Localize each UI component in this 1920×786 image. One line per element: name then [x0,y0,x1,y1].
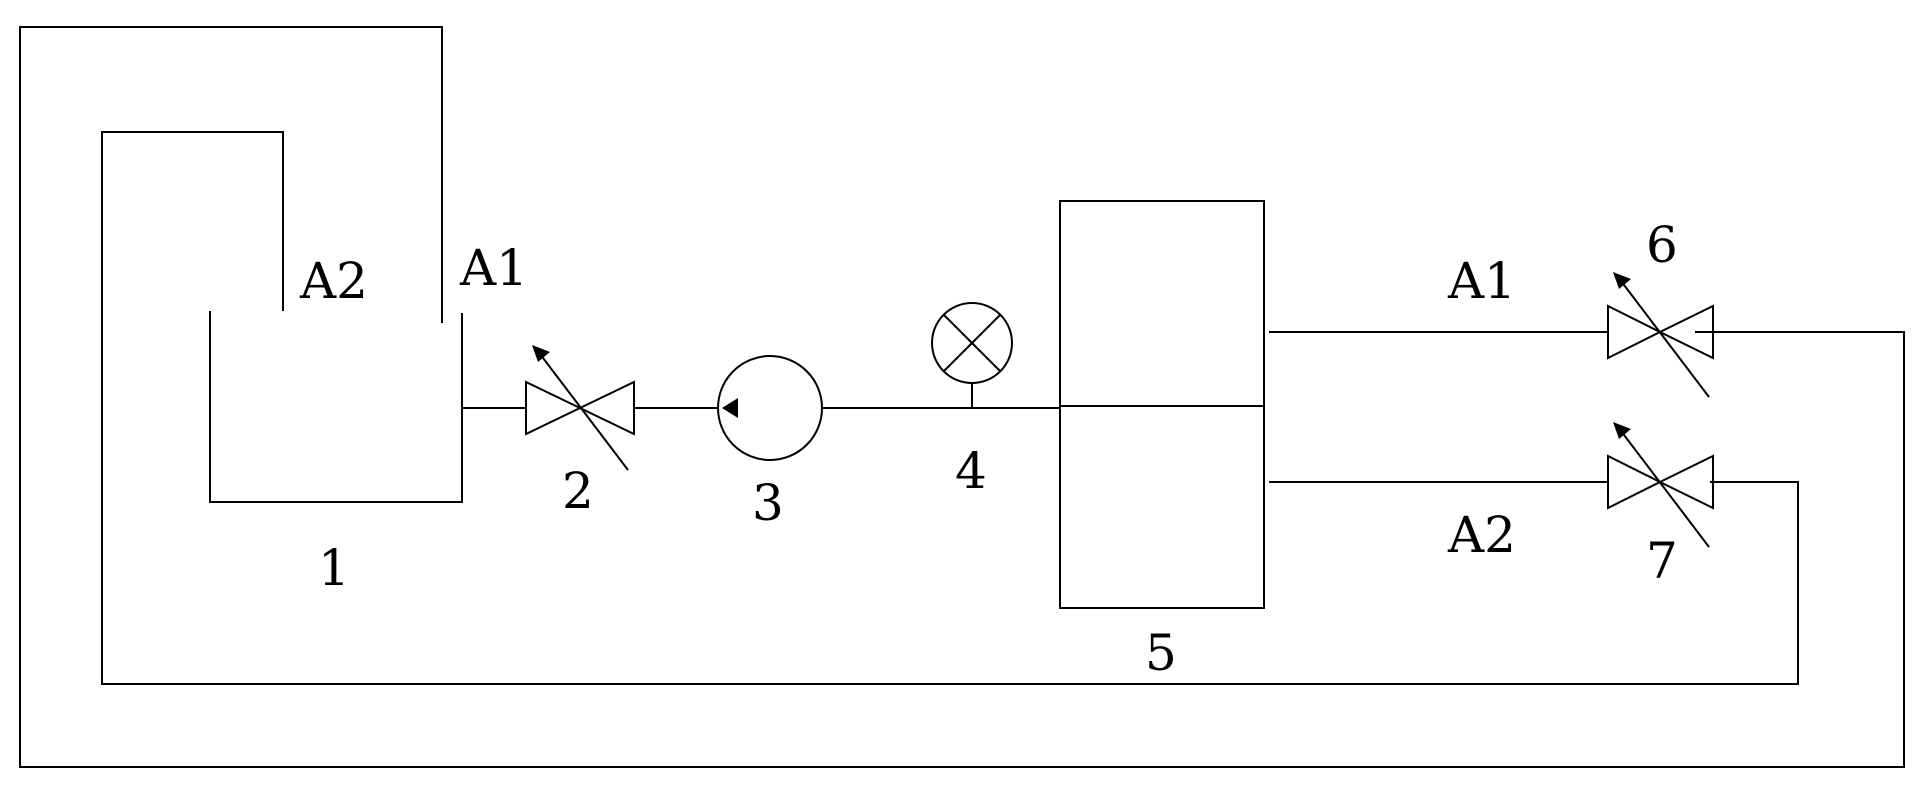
throttle-valve-7 [1607,422,1714,548]
tank-port-a1-label: A1 [459,239,528,297]
arrow-head-icon [532,345,550,362]
inner-return-line [101,131,1799,685]
line-a2-label: A2 [1447,506,1516,564]
line-a1-label: A1 [1447,252,1516,310]
outer-return-line [19,26,1905,768]
throttle-valve-2 [525,345,635,471]
valve-2-adjust-arrow [539,353,629,471]
arrow-head-icon [1613,422,1631,439]
valve-6-label: 6 [1646,216,1678,274]
pump-direction-icon [722,398,738,418]
throttle-valve-6 [1607,272,1714,398]
tank-1 [209,311,463,503]
pump-3 [717,355,823,461]
arrow-head-icon [1613,272,1631,289]
control-block-5 [1059,200,1265,609]
tank-label: 1 [318,539,350,597]
pressure-gauge-4 [931,302,1013,408]
gauge-label: 4 [955,442,987,500]
pump-label: 3 [752,474,784,532]
tank-port-a2-label: A2 [299,252,368,310]
block-label: 5 [1145,624,1177,682]
valve-2-label: 2 [562,462,594,520]
valve-7-label: 7 [1646,532,1678,590]
